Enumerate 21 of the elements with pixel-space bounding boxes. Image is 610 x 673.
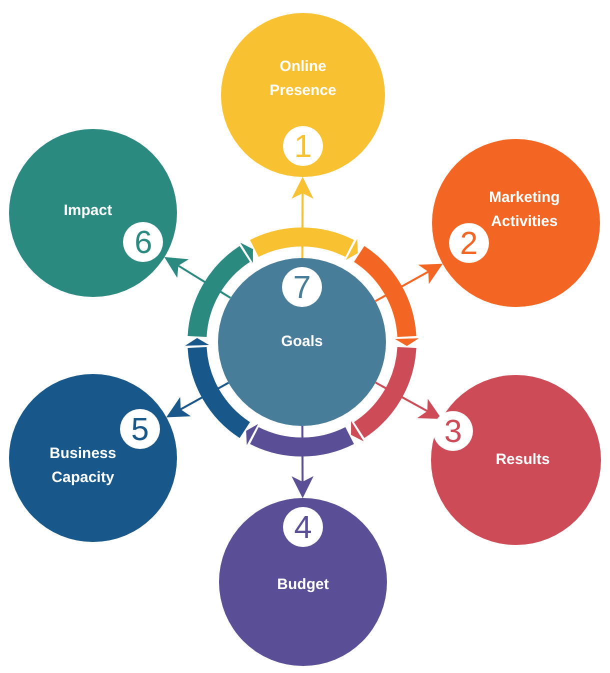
step-label: Budget [276, 575, 330, 596]
arrow [166, 382, 230, 418]
step-number: 5 [120, 409, 160, 450]
center-circle [218, 258, 386, 426]
step-number: 6 [123, 222, 164, 262]
step-number: 7 [282, 266, 322, 307]
step-number: 1 [283, 126, 323, 166]
step-label: Business Capacity [48, 444, 118, 488]
arrow [164, 257, 232, 299]
arrow [292, 426, 314, 498]
step-number: 3 [433, 411, 474, 452]
step-number: 4 [283, 506, 323, 547]
arrow [374, 264, 443, 302]
step-label: Goals [280, 332, 324, 352]
step-label: Impact [62, 201, 114, 222]
arrow [375, 382, 442, 420]
step-number: 2 [448, 223, 489, 264]
step-label: Online Presence [268, 56, 338, 101]
step-label: Marketing Activities [488, 188, 561, 232]
arrow [292, 176, 314, 258]
step-label: Results [494, 450, 551, 470]
